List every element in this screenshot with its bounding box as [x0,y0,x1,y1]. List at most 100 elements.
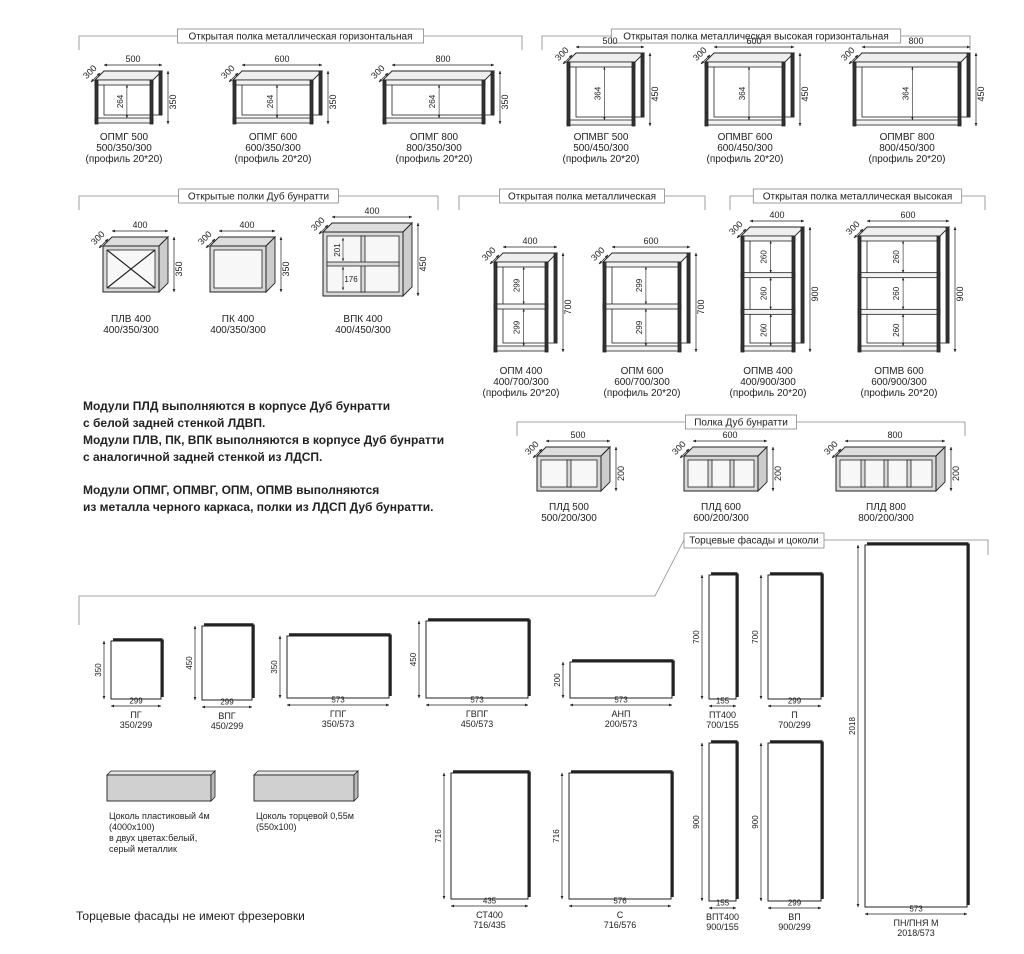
panel-2-h-label: 350 [270,660,279,674]
item-11-shelf-2 [740,308,796,315]
item-12-leg-right [936,235,941,353]
item-12-width-label: 600 [900,210,915,220]
item-11-depth-dim [736,228,747,239]
item-5-name: ОПМВГ 800 [880,132,935,143]
panel-4-name: АНП [612,709,631,719]
item-1-leg-right [309,79,314,125]
item-12-shelf-1 [857,272,941,279]
panel-3-face [425,620,529,699]
panel-7-face [864,544,968,908]
section-oak: Открытые полки Дуб бунратти [78,188,439,210]
item-14-opening [687,459,755,488]
item-6-top [101,236,170,247]
panel-6-size: 700/299 [778,720,811,730]
section-opmv-label-box [752,188,963,204]
item-0-shelf-1 [94,117,154,124]
item-5-leg-back [966,52,971,118]
item-8-top [321,222,414,233]
item-5-shelf-1 [852,119,962,126]
item-6-height-label: 350 [174,261,184,276]
item-15-divider-3 [906,459,912,488]
panel-5-name: ПТ400 [709,710,736,720]
plinth-1: Цоколь торцевой 0,55м(550х100) [253,770,359,832]
panel-7-w-label: 573 [909,905,923,914]
item-8-depth-dim [318,224,329,235]
item-15-width-label: 800 [887,430,902,440]
item-11-top-board [739,226,806,237]
item-7-width-label: 400 [239,220,254,230]
panel-0-w-label: 299 [129,697,143,706]
panel-5-face [708,574,737,700]
item-4-depth-dim [700,54,711,65]
item-2-leg-right [481,79,486,125]
item-3-name: ОПМВГ 500 [574,132,629,143]
panel-4-w-label: 573 [614,696,628,705]
item-8-height-label: 450 [418,256,428,271]
panel-0-size: 350/299 [120,720,153,730]
section-opmvg-title: Открытая полка металлическая высокая гор… [623,32,889,43]
panel-11-w-label: 299 [788,899,802,908]
panel-3-w-label: 573 [470,696,484,705]
item-10-leg-right [677,261,682,353]
item-12-leg-back [945,226,950,344]
item-12-name: ОПМВ 600 [874,366,924,377]
footer-note: Торцевые фасады не имеют фрезеровки [76,909,305,923]
panel-10-name: ВПТ400 [706,912,739,922]
item-14-top [682,446,769,457]
item-2-leg-left [382,79,387,125]
item-1-width-label: 600 [274,54,289,64]
item-7-size: 400/350/300 [210,325,266,336]
item-2-depth-dim [378,72,389,83]
item-15-depth-dim [831,448,842,459]
item-1-shelf-1 [232,117,314,124]
item-12-size: 600/900/300 [871,377,927,388]
plinth-1-line-0: Цоколь торцевой 0,55м [256,811,354,821]
plinth-0-line-2: в двух цветах:белый, [109,833,197,843]
plinth-1-line-1: (550х100) [256,822,297,832]
panel-10-face [708,742,737,902]
item-8-width-label: 400 [364,206,379,216]
item-5-depth-dim [848,54,859,65]
section-opmv: Открытая полка металлическая высокая [729,188,986,210]
item-13-name: ПЛД 500 [549,502,589,513]
plinth-0: Цоколь пластиковый 4м(4000х100)в двух цв… [106,770,216,854]
item-9-leg-back [553,252,558,344]
item-0-leg-back [158,70,163,116]
note-line-3: Модули ПЛВ, ПК, ВПК выполняются в корпус… [83,433,445,447]
section-opm-line [458,195,706,210]
item-3-size: 500/450/300 [573,143,629,154]
section-opmv-line [729,195,986,210]
item-3-depth-dim [562,54,573,65]
section-oak-title: Открытые полки Дуб бунратти [188,191,329,203]
item-5-height-label: 450 [976,86,986,101]
item-15-height-label: 200 [951,466,961,481]
section-opm-title: Открытая полка металлическая [508,192,656,203]
panel-2-name: ГПГ [330,709,346,719]
item-11-width-label: 400 [769,210,784,220]
item-2-width-label: 800 [435,54,450,64]
item-11-shelf-3 [740,345,796,352]
item-3-depth-label: 300 [553,45,571,63]
item-5-extra: (профиль 20*20) [869,153,946,165]
item-14-width-label: 600 [722,430,737,440]
panel-10-w-label: 155 [716,899,730,908]
item-4-height-label: 450 [800,86,810,101]
section-pld-title: Полка Дуб бунратти [694,417,788,429]
item-9-top-board [492,252,559,263]
item-2-depth-label: 300 [369,63,387,81]
item-9-height-label: 700 [563,299,573,314]
item-2-leg-back [490,70,495,116]
item-14-height-label: 200 [773,466,783,481]
section-opmvg: Открытая полка металлическая высокая гор… [541,28,971,50]
item-5-top-board [851,52,972,63]
panel-1-h-label: 450 [185,656,194,670]
item-4-depth-label: 300 [691,45,709,63]
item-4-name: ОПМВГ 600 [718,132,773,143]
